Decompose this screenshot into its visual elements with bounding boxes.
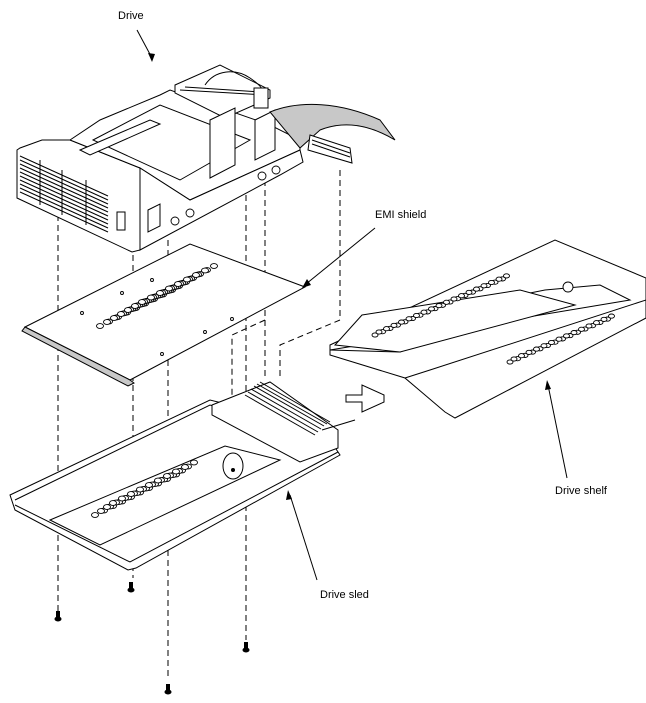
perforation-hole bbox=[495, 276, 503, 282]
perforation-hole bbox=[540, 343, 548, 349]
leader-drive bbox=[136, 29, 155, 62]
perforation-hole bbox=[525, 349, 533, 355]
perforation-hole bbox=[181, 464, 189, 470]
drive-shelf-perforations bbox=[371, 273, 615, 365]
perforation-hole bbox=[480, 283, 488, 289]
label-drive-sled: Drive sled bbox=[320, 589, 369, 601]
perforation-hole bbox=[172, 468, 180, 475]
screw-icon bbox=[164, 684, 172, 695]
screws bbox=[54, 582, 250, 695]
perforation-hole bbox=[97, 508, 105, 514]
perforation-hole bbox=[96, 323, 104, 329]
perforation-hole bbox=[109, 500, 117, 506]
perforation-hole bbox=[118, 495, 126, 502]
perforation-hole bbox=[127, 491, 135, 497]
perforation-hole bbox=[131, 303, 139, 309]
perforation-hole bbox=[183, 276, 191, 283]
perforation-hole bbox=[473, 286, 480, 292]
drive bbox=[16, 64, 396, 253]
perforation-hole bbox=[192, 272, 200, 278]
perforation-hole bbox=[398, 319, 405, 325]
perforation-hole bbox=[503, 273, 510, 279]
perforation-hole bbox=[91, 512, 99, 518]
drive-shelf bbox=[329, 239, 646, 419]
perforation-hole bbox=[450, 296, 458, 302]
screw-icon bbox=[54, 611, 62, 622]
perforation-hole bbox=[405, 316, 413, 322]
drive-led bbox=[116, 211, 126, 231]
perforation-hole bbox=[563, 333, 570, 339]
perforation-hole bbox=[103, 504, 111, 510]
emi-shield-gasket bbox=[21, 326, 135, 387]
leader-emi-shield bbox=[302, 227, 376, 288]
perforation-hole bbox=[145, 482, 153, 488]
drive-bezel-vents bbox=[19, 155, 109, 233]
perforation-hole bbox=[210, 263, 218, 269]
drive-sled-connector-fins bbox=[244, 381, 331, 436]
perforation-hole bbox=[578, 326, 585, 332]
drive-shelf-opening bbox=[333, 289, 577, 353]
perforation-hole bbox=[390, 322, 398, 328]
emi-shield-perforations bbox=[96, 263, 218, 329]
perforation-hole bbox=[201, 267, 209, 274]
drive-power-connector bbox=[253, 87, 269, 109]
emi-shield bbox=[21, 243, 307, 387]
perforation-hole bbox=[428, 306, 435, 312]
perforation-hole bbox=[420, 309, 428, 315]
perforation-hole bbox=[147, 294, 155, 301]
label-emi-shield: EMI shield bbox=[375, 209, 426, 221]
perforation-hole bbox=[488, 279, 495, 286]
perforation-hole bbox=[103, 319, 111, 325]
perforation-hole bbox=[174, 281, 182, 287]
drive-sled-backplane bbox=[211, 381, 339, 463]
drive-sled bbox=[9, 381, 356, 571]
perforation-hole bbox=[156, 290, 164, 296]
perforation-hole bbox=[165, 285, 173, 292]
leader-drive-sled bbox=[286, 490, 318, 581]
insertion-arrow-icon bbox=[345, 384, 385, 413]
perforation-hole bbox=[443, 299, 450, 305]
perforation-hole bbox=[138, 299, 146, 305]
drive-shelf-standoff bbox=[562, 281, 574, 293]
leader-drive-shelf bbox=[545, 380, 568, 479]
perforation-hole bbox=[465, 289, 473, 295]
perforation-hole bbox=[458, 293, 465, 299]
perforation-hole bbox=[154, 477, 162, 484]
perforation-hole bbox=[510, 356, 518, 362]
perforation-hole bbox=[548, 339, 555, 346]
perforation-hole bbox=[518, 353, 525, 359]
ribbon-connector bbox=[307, 134, 353, 164]
perforation-hole bbox=[375, 329, 383, 335]
drive-ribbon-cable bbox=[269, 104, 396, 149]
perforation-hole bbox=[570, 330, 578, 336]
perforation-hole bbox=[533, 346, 540, 352]
label-drive: Drive bbox=[118, 10, 144, 22]
perforation-hole bbox=[190, 459, 198, 466]
perforation-hole bbox=[608, 313, 615, 319]
perforation-hole bbox=[163, 473, 171, 479]
drive-sled-floor bbox=[48, 445, 282, 546]
perforation-hole bbox=[593, 320, 600, 326]
perforation-hole bbox=[117, 311, 125, 317]
label-drive-shelf: Drive shelf bbox=[555, 485, 608, 497]
screw-icon bbox=[127, 582, 135, 593]
perforation-hole bbox=[110, 315, 118, 321]
perforation-hole bbox=[585, 323, 593, 329]
drive-sled-perforations bbox=[91, 459, 198, 518]
perforation-hole bbox=[555, 336, 563, 342]
perforation-hole bbox=[124, 307, 132, 313]
perforation-hole bbox=[136, 486, 144, 493]
perforation-hole bbox=[413, 312, 420, 319]
screw-icon bbox=[242, 642, 250, 653]
perforation-hole bbox=[600, 316, 608, 322]
perforation-hole bbox=[435, 303, 443, 309]
perforation-hole bbox=[383, 326, 390, 332]
